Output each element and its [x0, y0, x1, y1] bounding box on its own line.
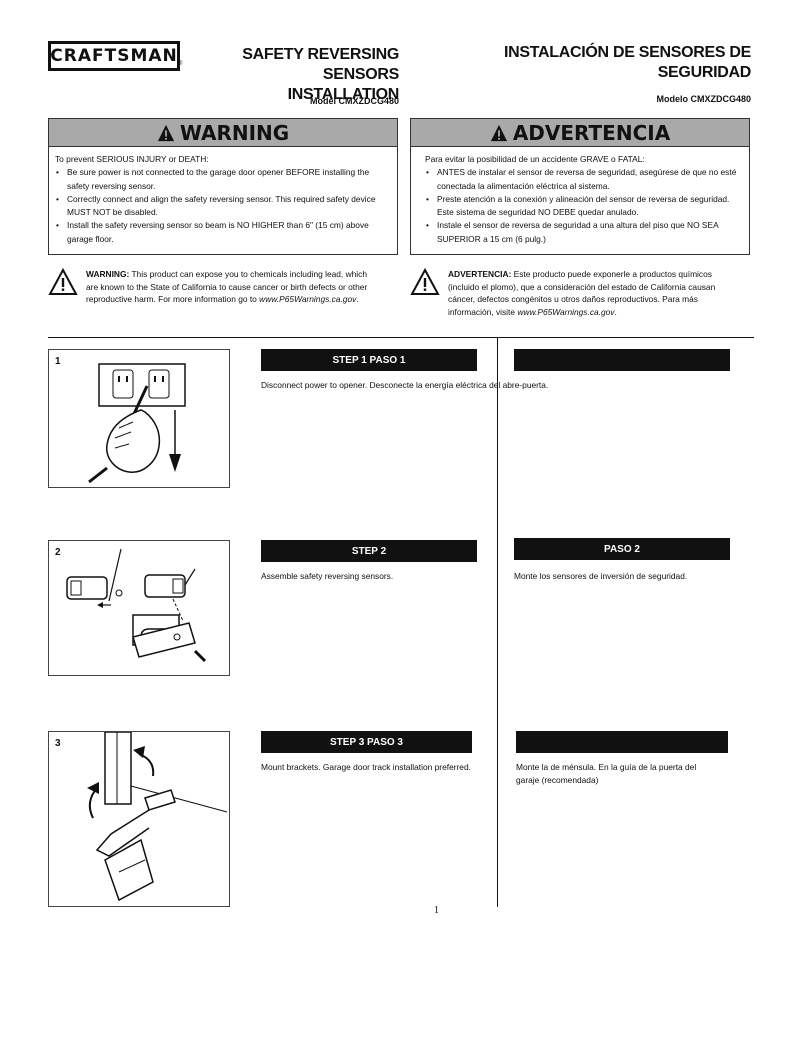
step-2-text: Assemble safety reversing sensors. [261, 571, 394, 581]
step-1-bar-label: STEP 1 PASO 1 [332, 354, 406, 366]
step-1-bar-es [514, 349, 730, 371]
warning-item-en: Be sure power is not connected to the ga… [55, 166, 391, 193]
unplug-outlet-illustration [88, 363, 186, 484]
warning-box-es: ADVERTENCIA Para evitar la posibilidad d… [410, 118, 750, 255]
warning-body-es: Para evitar la posibilidad de un acciden… [411, 147, 749, 246]
warning-heading-en: WARNING [179, 120, 290, 145]
p65-text-es: Este producto puede exponerle a producto… [448, 269, 716, 317]
warning-header-es: ADVERTENCIA [411, 119, 749, 147]
craftsman-logo: CRAFTSMAN [48, 41, 180, 71]
page-number: 1 [434, 905, 439, 916]
warning-item-en: Correctly connect and align the safety r… [55, 193, 391, 220]
step-2-figure: 2 [48, 540, 230, 676]
title-es-line2: SEGURIDAD [657, 64, 752, 81]
bracket-mount-illustration [87, 731, 228, 902]
warning-body-en: To prevent SERIOUS INJURY or DEATH: Be s… [49, 147, 397, 246]
step-2-bar-label: STEP 2 [351, 545, 387, 557]
warning-triangle-icon [157, 124, 174, 141]
model-en: Model CMXZDCG480 [309, 96, 399, 106]
step-1-bar: STEP 1 PASO 1 [261, 349, 477, 371]
p65-label-es: ADVERTENCIA: [448, 269, 512, 279]
step-2-bar-es: PASO 2 [514, 538, 730, 560]
warning-intro-en: To prevent SERIOUS INJURY or DEATH: [55, 154, 209, 164]
caution-triangle-icon [48, 268, 78, 295]
step-number: 3 [55, 738, 61, 749]
step-2-text-es: Monte los sensores de inversión de segur… [514, 571, 688, 581]
step-2-bar: STEP 2 [261, 540, 477, 562]
step-2-bar-es-label: PASO 2 [604, 543, 640, 555]
step-3-text-es: Monte la de ménsula. En la guía de la pu… [516, 762, 697, 785]
title-en-line1: SAFETY REVERSING SENSORS [242, 46, 399, 83]
p65-link-en[interactable]: www.P65Warnings.ca.gov [259, 294, 357, 304]
step-1-text: Disconnect power to opener. Desconecte l… [261, 380, 549, 390]
warning-item-es: ANTES de instalar el sensor de reversa d… [425, 166, 743, 193]
column-divider [497, 337, 498, 907]
step-3-bar-label: STEP 3 PASO 3 [330, 736, 403, 748]
warning-box-en: WARNING To prevent SERIOUS INJURY or DEA… [48, 118, 398, 255]
p65-end-en: . [356, 294, 359, 304]
title-es-line1: INSTALACIÓN DE SENSORES DE [503, 44, 751, 61]
p65-label-en: WARNING: [86, 269, 130, 279]
warning-item-en: Install the safety reversing sensor so b… [55, 219, 391, 246]
warning-item-es: Preste atención a la conexión y alineaci… [425, 193, 743, 220]
section-divider [48, 337, 754, 338]
model-es: Modelo CMXZDCG480 [656, 94, 751, 104]
caution-triangle-icon [410, 268, 440, 295]
warning-header-en: WARNING [49, 119, 397, 147]
step-3-bar-es [516, 731, 728, 753]
sensor-assembly-illustration [66, 548, 207, 663]
warning-item-es: Instale el sensor de reversa de segurida… [425, 219, 743, 246]
title-en-line2: INSTALLATION [287, 86, 400, 103]
p65-warning-es: ADVERTENCIA: Este producto puede exponer… [448, 268, 728, 318]
step-1-figure: 1 [48, 349, 230, 488]
title-es: INSTALACIÓN DE SENSORES DE SEGURIDAD [480, 43, 751, 83]
step-number: 2 [55, 547, 61, 558]
step-3-figure: 3 [48, 731, 230, 907]
warning-intro-es: Para evitar la posibilidad de un acciden… [425, 154, 645, 164]
title-en: SAFETY REVERSING SENSORS INSTALLATION [186, 45, 399, 105]
p65-link-es[interactable]: www.P65Warnings.ca.gov [517, 306, 615, 317]
registered-mark: ® [178, 61, 183, 67]
warning-triangle-icon [490, 124, 507, 141]
p65-text-en: This product can expose you to chemicals… [86, 269, 368, 304]
step-3-bar: STEP 3 PASO 3 [261, 731, 472, 753]
step-number: 1 [55, 356, 61, 367]
warning-heading-es: ADVERTENCIA [512, 120, 671, 145]
p65-end-es: . [614, 306, 617, 317]
step-3-text: Mount brackets. Garage door track instal… [261, 762, 471, 772]
p65-warning-en: WARNING: This product can expose you to … [86, 268, 370, 306]
